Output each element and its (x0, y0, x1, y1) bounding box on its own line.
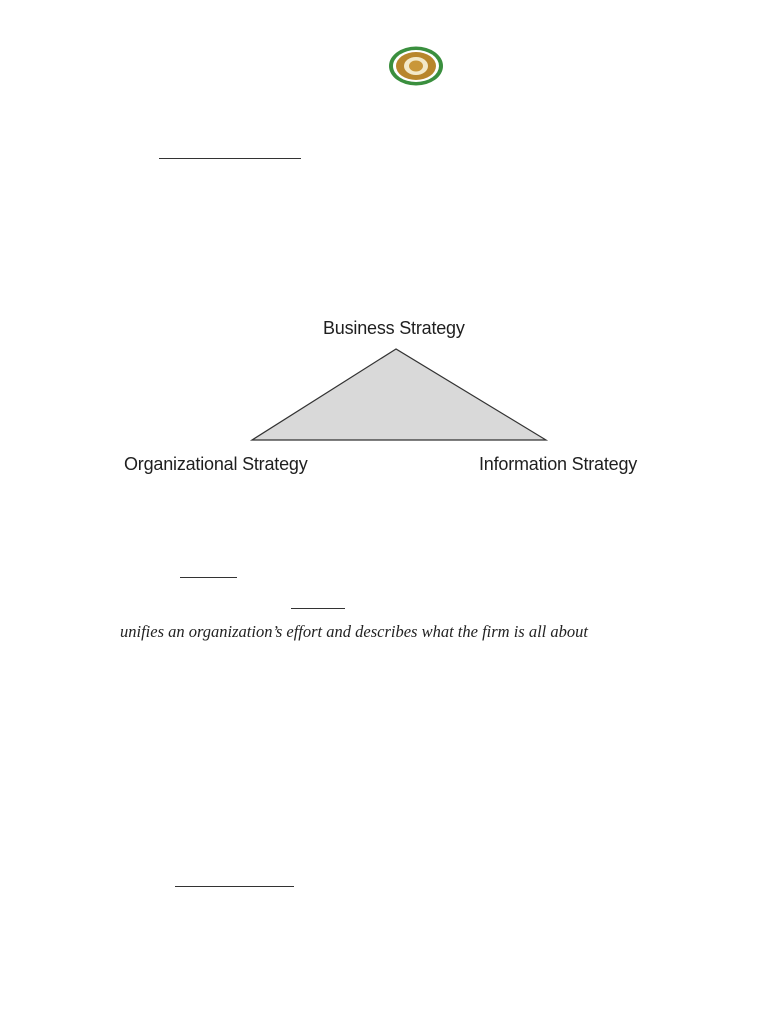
blank-underline (180, 577, 237, 578)
organizational-strategy-label: Organizational Strategy (124, 454, 308, 474)
blank-underline (175, 886, 294, 887)
strategy-triangle (249, 348, 549, 441)
blank-underline (291, 608, 345, 609)
logo-core (409, 60, 423, 72)
heading-underline (159, 158, 301, 159)
business-strategy-label: Business Strategy (323, 318, 465, 338)
institution-emblem-logo (389, 46, 443, 86)
strategy-definition-text: unifies an organization’s effort and des… (120, 622, 588, 641)
information-strategy-label: Information Strategy (479, 454, 638, 474)
